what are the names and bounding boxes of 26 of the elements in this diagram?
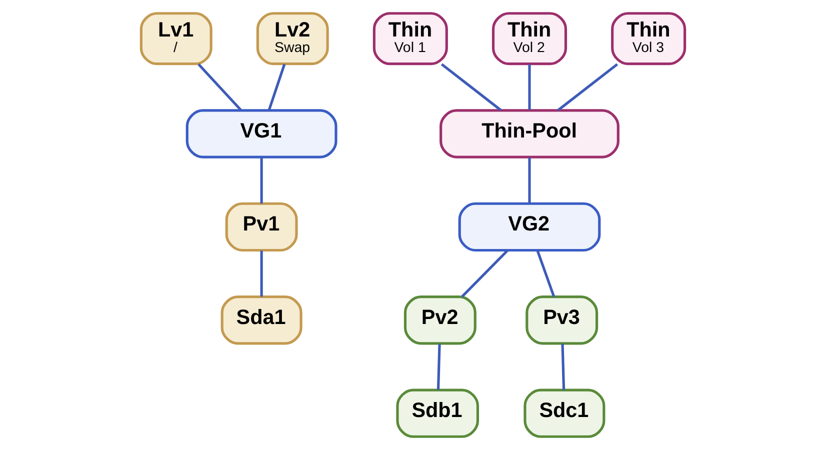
node-box: Thin Vol 3 [610,12,686,66]
connector [436,344,440,390]
node-box: Pv2 [403,296,476,345]
node-box: Thin-Pool [439,109,619,158]
node-box: Thin Vol 2 [491,12,567,66]
connector [528,157,530,204]
connector [197,63,242,111]
connector [260,250,262,297]
node-box: Sdc1 [523,388,605,438]
node-box: Lv2 Swap [256,12,328,66]
connector [267,64,286,110]
node-box: VG2 [458,202,600,252]
connector [536,250,555,298]
connector [556,63,618,112]
node-box: Sdb1 [396,388,479,438]
node-box: Lv1 / [139,12,212,66]
connector [260,157,262,204]
connector [460,250,508,298]
node-box: Sda1 [220,296,302,345]
node-box: Pv3 [525,296,598,345]
connector [528,64,530,110]
connector [440,63,502,112]
node-box: VG1 [185,109,337,158]
node-box: Thin Vol 1 [372,12,448,66]
connector [560,344,565,390]
node-box: Pv1 [224,202,298,252]
